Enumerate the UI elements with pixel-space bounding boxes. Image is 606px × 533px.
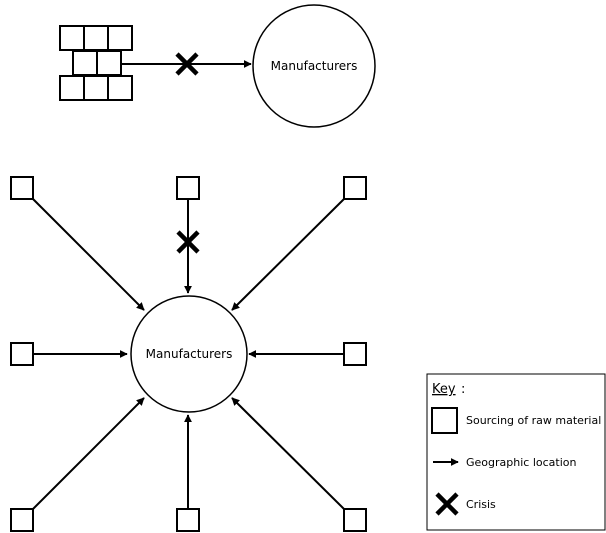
- main-manufacturers-circle: [130, 295, 248, 413]
- top-manufacturers-circle: [252, 4, 376, 128]
- square-icon: [431, 407, 458, 434]
- source-square-top-center: [176, 176, 200, 200]
- source-square-top-left: [10, 176, 34, 200]
- key-title-colon: :: [461, 382, 465, 397]
- clustered-sources: [59, 25, 133, 101]
- top-manufacturers-label: Manufacturers: [271, 59, 358, 73]
- arrow-from-top-left: [32, 198, 145, 311]
- main-manufacturers-label: Manufacturers: [146, 347, 233, 361]
- source-square-top-right: [343, 176, 367, 200]
- cross-icon: [435, 492, 459, 516]
- key-box: [426, 373, 606, 531]
- source-square-bottom-right: [343, 508, 367, 532]
- main-diagram: Manufacturers: [10, 176, 367, 532]
- source-cluster-square: [83, 25, 109, 51]
- arrow-from-bottom-right: [231, 397, 345, 510]
- key-item-label-sourcing: Sourcing of raw material: [466, 414, 601, 427]
- source-square-middle-left: [10, 342, 34, 366]
- source-cluster-square: [72, 50, 98, 76]
- key-legend: Key : Sourcing of raw material Geographi…: [426, 373, 606, 531]
- crisis-icon: [175, 52, 199, 76]
- source-cluster-square: [83, 75, 109, 101]
- source-cluster-square: [96, 50, 122, 76]
- crisis-icon: [176, 230, 200, 254]
- key-title: Key: [432, 382, 456, 397]
- source-square-bottom-left: [10, 508, 34, 532]
- source-square-middle-right: [343, 342, 367, 366]
- arrow-from-bottom-left: [32, 397, 145, 510]
- top-diagram: Manufacturers: [59, 4, 376, 128]
- source-cluster-square: [107, 25, 133, 51]
- key-item-label-crisis: Crisis: [466, 498, 496, 511]
- source-cluster-square: [107, 75, 133, 101]
- source-square-bottom-center: [176, 508, 200, 532]
- source-cluster-square: [59, 75, 85, 101]
- source-cluster-square: [59, 25, 85, 51]
- key-item-label-geographic: Geographic location: [466, 456, 576, 469]
- arrow-from-top-right: [231, 198, 345, 311]
